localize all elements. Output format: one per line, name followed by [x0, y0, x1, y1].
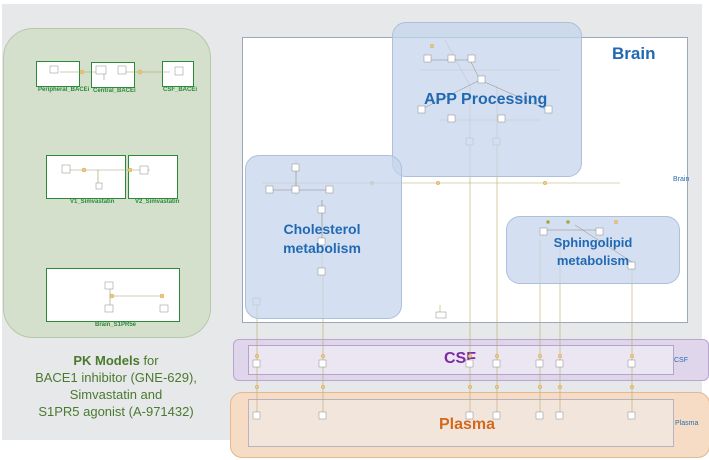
pk-box-v2-simvastatin — [128, 155, 178, 199]
sphingolipid-region — [506, 216, 680, 284]
pk-models-caption: PK Models for BACE1 inhibitor (GNE-629),… — [18, 352, 214, 420]
csf-side-label: CSF — [674, 357, 688, 364]
pk-caption-line2: BACE1 inhibitor (GNE-629), — [35, 370, 197, 385]
pk-caption-line4: S1PR5 agonist (A-971432) — [38, 404, 194, 419]
pk-box-v1-simvastatin — [46, 155, 126, 199]
plasma-compartment — [248, 399, 674, 447]
app-processing-title: APP Processing — [424, 91, 548, 108]
sphingolipid-title-line2: metabolism — [556, 253, 630, 268]
sphingolipid-title: Sphingolipid metabolism — [534, 234, 652, 270]
brain-title: Brain — [612, 44, 656, 63]
pk-label-csf-bacei: CSF_BACEi — [163, 87, 198, 93]
app-processing-region — [392, 22, 582, 177]
cholesterol-title: Cholesterol metabolism — [258, 220, 386, 258]
cholesterol-title-line1: Cholesterol — [283, 221, 361, 237]
pk-box-peripheral-bacei — [36, 61, 80, 87]
pk-label-central-bacei: Central_BACEi — [93, 88, 136, 94]
cholesterol-region — [245, 155, 402, 319]
plasma-title: Plasma — [439, 416, 496, 433]
cholesterol-title-line2: metabolism — [283, 240, 361, 256]
pk-caption-bold: PK Models — [73, 353, 140, 368]
pk-label-peripheral-bacei: Peripheral_BACEi — [38, 87, 90, 93]
plasma-side-label: Plasma — [675, 420, 699, 427]
pk-caption-for: for — [139, 353, 159, 368]
pk-caption-line3: Simvastatin and — [69, 387, 163, 402]
sphingolipid-title-line1: Sphingolipid — [553, 235, 633, 250]
pk-label-v1-simvastatin: V1_Simvastatin — [70, 199, 115, 205]
brain-side-label: Brain — [673, 176, 690, 183]
pk-label-brain-s1pr5e: Brain_S1PR5e — [95, 322, 137, 328]
pk-label-v2-simvastatin: V2_Simvastatin — [135, 199, 180, 205]
